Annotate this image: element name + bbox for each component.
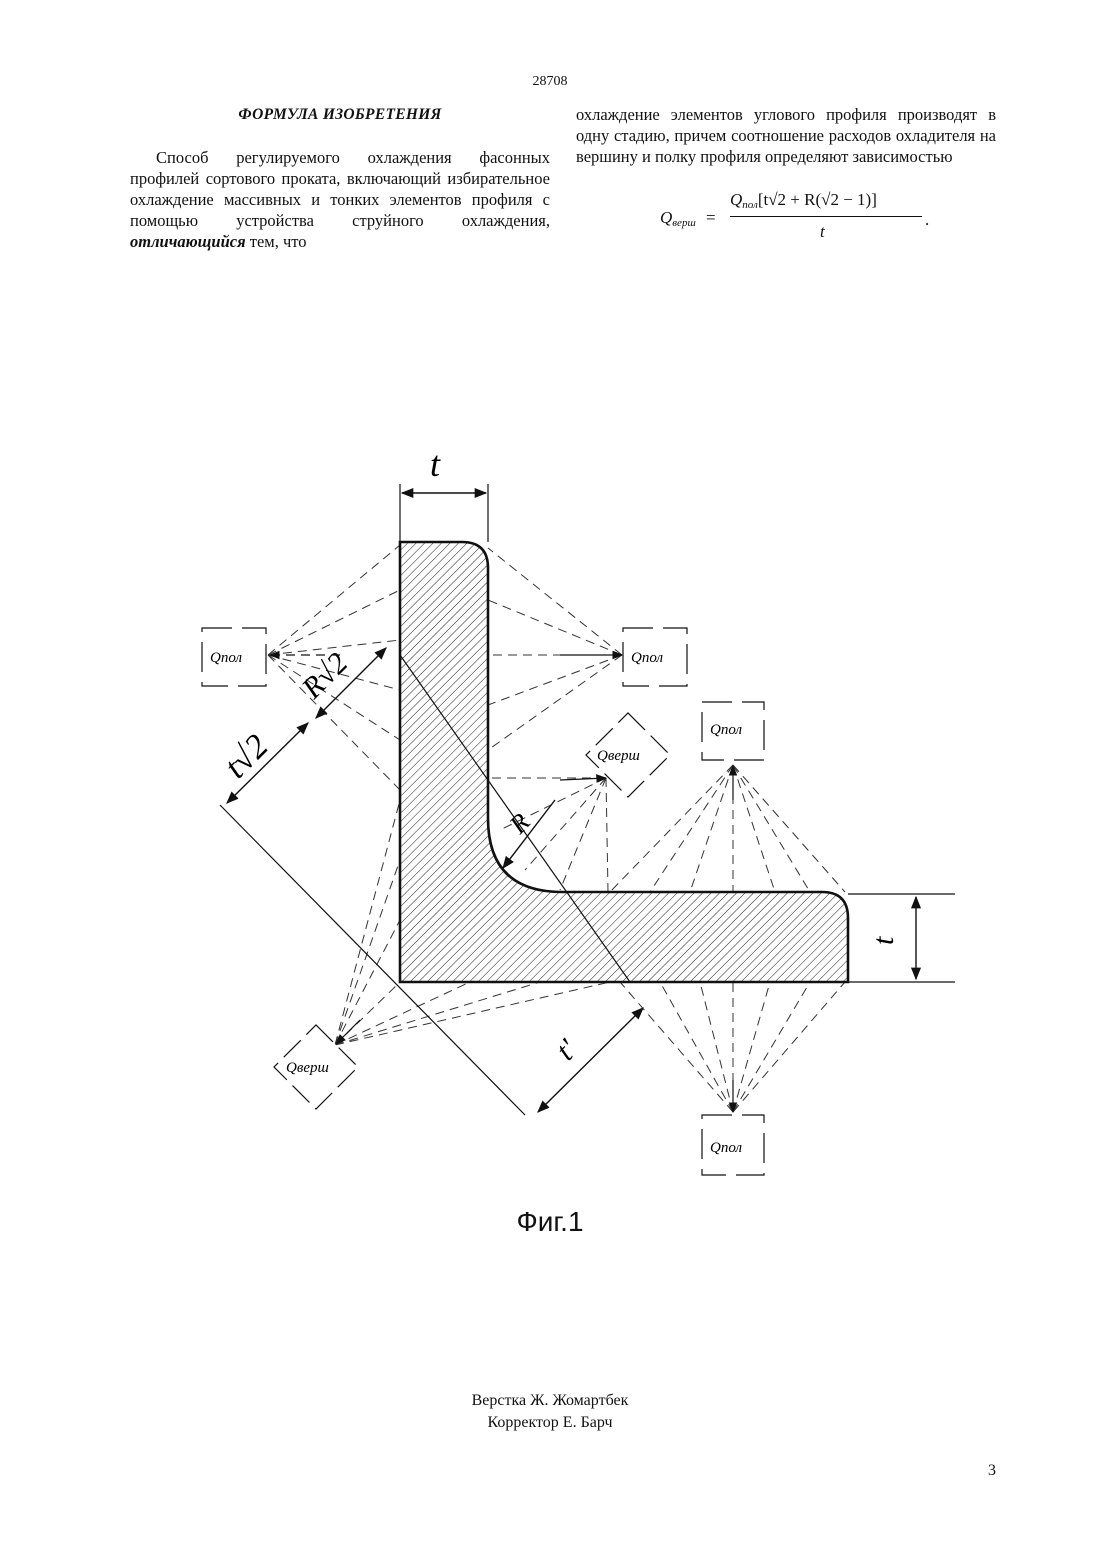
formula-equals: = (706, 208, 716, 228)
claims-left-column: ФОРМУЛА ИЗОБРЕТЕНИЯ Способ регулируемого… (130, 104, 550, 252)
svg-text:Qверш: Qверш (597, 748, 640, 764)
nozzle-box-right: Qпол (623, 628, 687, 686)
proofreader-credit: Корректор Е. Барч (0, 1412, 1100, 1434)
angle-profile-svg: t t t√2 R√2 R t' Qпол Qпол (190, 448, 970, 1188)
formula-fraction-bar (730, 216, 922, 217)
dim-label-r: R (503, 807, 536, 840)
cooling-formula: Qверш = Qпол[t√2 + R(√2 − 1)] t . (660, 186, 940, 250)
svg-text:Qпол: Qпол (710, 722, 742, 738)
claims-continuation: охлаждение элементов углового профиля пр… (576, 104, 996, 167)
formula-numerator: Qпол[t√2 + R(√2 − 1)] (730, 190, 877, 211)
svg-text:Qпол: Qпол (710, 1140, 742, 1156)
dim-label-t-prime: t' (550, 1033, 584, 1067)
patent-number: 28708 (0, 74, 1100, 90)
nozzle-box-bottom-flange: Qпол (702, 1115, 764, 1175)
figure-caption: Фиг.1 (0, 1206, 1100, 1238)
nozzle-box-left: Qпол (202, 628, 266, 686)
jet-lines-right-upper (488, 548, 622, 750)
svg-text:Qверш: Qверш (286, 1060, 329, 1076)
svg-text:Qпол: Qпол (631, 650, 663, 666)
dim-label-top-t: t (430, 448, 441, 484)
claims-heading: ФОРМУЛА ИЗОБРЕТЕНИЯ (130, 104, 550, 125)
claims-text-after: тем, что (246, 232, 307, 251)
layout-credit: Верстка Ж. Жомартбек (0, 1390, 1100, 1412)
claims-right-column: охлаждение элементов углового профиля пр… (576, 104, 996, 167)
dim-line-t-prime (538, 1008, 643, 1112)
formula-lhs: Qверш (660, 208, 696, 229)
claims-emphasis: отличающийся (130, 232, 246, 251)
formula-end: . (925, 210, 929, 230)
page-number: 3 (988, 1462, 996, 1480)
footer-credits: Верстка Ж. Жомартбек Корректор Е. Барч (0, 1390, 1100, 1434)
claims-paragraph: Способ регулируемого охлаждения фасонных… (130, 147, 550, 252)
nozzle-box-top-flange: Qпол (702, 702, 764, 760)
claims-text-before: Способ регулируемого охлаждения фасонных… (130, 148, 550, 230)
formula-denominator: t (820, 222, 825, 242)
svg-text:Qпол: Qпол (210, 650, 242, 666)
jet-lines-flange-upper (610, 765, 845, 892)
dim-label-t-sqrt2: t√2 (217, 728, 275, 786)
angle-profile-drawing: t t t√2 R√2 R t' Qпол Qпол (190, 448, 970, 1188)
nozzle-box-vertex-inner: Qверш (586, 713, 670, 797)
nozzle-box-vertex-outer: Qверш (274, 1025, 358, 1109)
dim-label-right-t: t (867, 936, 900, 945)
